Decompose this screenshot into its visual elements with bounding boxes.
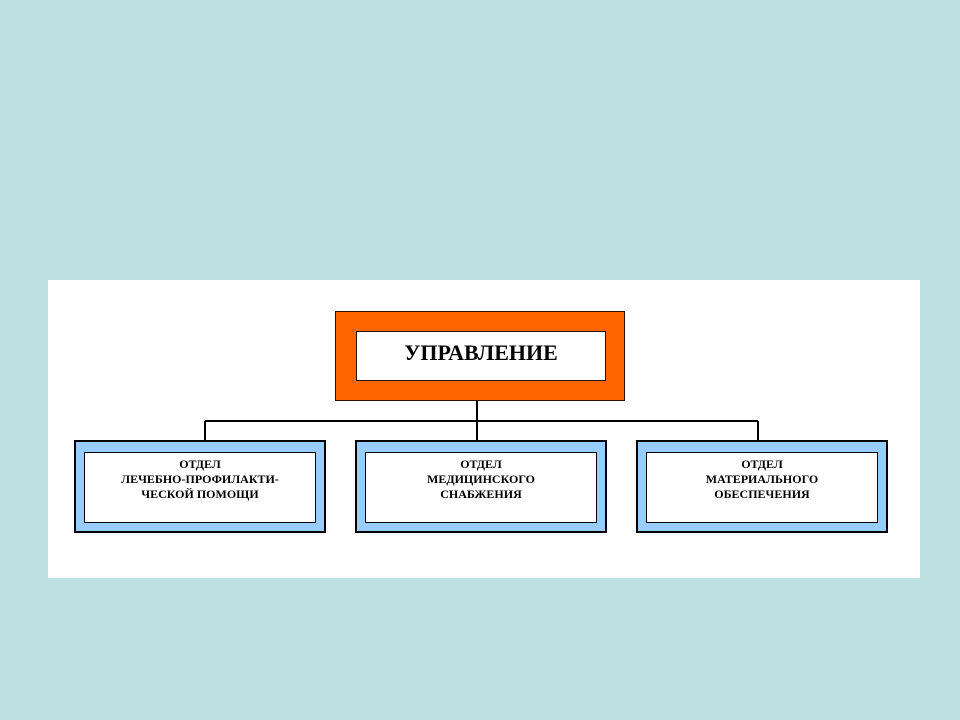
department-node-label: ОТДЕЛ МАТЕРИАЛЬНОГО ОБЕСПЕЧЕНИЯ [646, 452, 878, 523]
department-name-line: ОБЕСПЕЧЕНИЯ [714, 487, 810, 501]
department-node-label: ОТДЕЛ МЕДИЦИНСКОГО СНАБЖЕНИЯ [365, 452, 597, 523]
department-name-line: СНАБЖЕНИЯ [440, 487, 522, 501]
department-name-line: МАТЕРИАЛЬНОГО [705, 472, 819, 486]
connector-lines [204, 401, 759, 440]
department-name-line: ЧЕСКОЙ ПОМОЩИ [141, 487, 259, 501]
department-title: ОТДЕЛ [179, 457, 221, 471]
department-title: ОТДЕЛ [741, 457, 783, 471]
department-node-material-support: ОТДЕЛ МАТЕРИАЛЬНОГО ОБЕСПЕЧЕНИЯ [636, 440, 888, 533]
department-title: ОТДЕЛ [460, 457, 502, 471]
root-node-label: УПРАВЛЕНИЕ [356, 331, 606, 381]
department-node-treatment: ОТДЕЛ ЛЕЧЕБНО-ПРОФИЛАКТИ- ЧЕСКОЙ ПОМОЩИ [74, 440, 326, 533]
department-node-label: ОТДЕЛ ЛЕЧЕБНО-ПРОФИЛАКТИ- ЧЕСКОЙ ПОМОЩИ [84, 452, 316, 523]
department-node-medical-supply: ОТДЕЛ МЕДИЦИНСКОГО СНАБЖЕНИЯ [355, 440, 607, 533]
org-chart-panel: УПРАВЛЕНИЕ ОТДЕЛ ЛЕЧЕБНО-ПРОФИЛАКТИ- ЧЕС… [48, 280, 920, 578]
root-node: УПРАВЛЕНИЕ [335, 311, 625, 401]
department-name-line: ЛЕЧЕБНО-ПРОФИЛАКТИ- [121, 472, 279, 486]
department-name-line: МЕДИЦИНСКОГО [427, 472, 535, 486]
